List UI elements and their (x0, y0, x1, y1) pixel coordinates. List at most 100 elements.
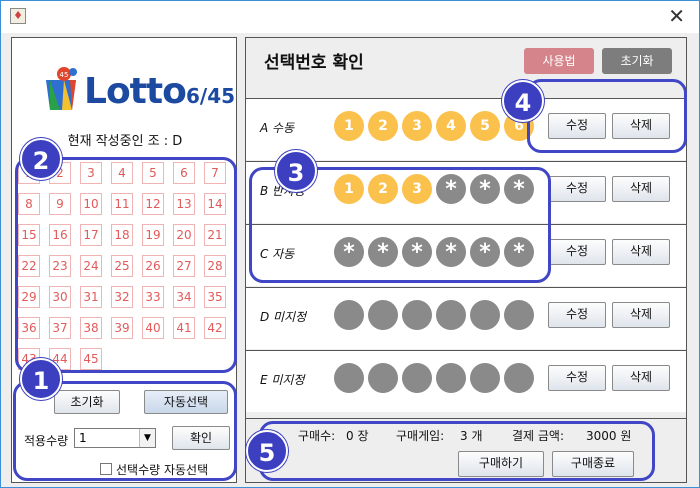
qty-select[interactable]: 1 ▼ (74, 428, 156, 448)
number-cell[interactable]: 11 (111, 193, 133, 215)
howto-button[interactable]: 사용법 (524, 48, 594, 74)
delete-button[interactable]: 삭제 (612, 365, 670, 391)
number-cell[interactable]: 40 (142, 317, 164, 339)
left-reset-button[interactable]: 초기화 (54, 390, 120, 414)
number-cell[interactable]: 8 (18, 193, 40, 215)
delete-button[interactable]: 삭제 (612, 113, 670, 139)
number-cell[interactable]: 21 (204, 224, 226, 246)
delete-button[interactable]: 삭제 (612, 302, 670, 328)
auto-ball-icon: * (436, 174, 466, 204)
callout-box-5 (259, 421, 655, 481)
number-cell[interactable]: 4 (111, 162, 133, 184)
game-row-label: D 미지정 (260, 310, 307, 324)
auto-ball-icon: * (470, 237, 500, 267)
app-icon: ♦ (10, 8, 26, 24)
empty-ball (334, 363, 364, 393)
number-cell[interactable]: 10 (80, 193, 102, 215)
edit-button[interactable]: 수정 (548, 239, 606, 265)
auto-qty-checkbox[interactable] (100, 463, 112, 475)
number-cell[interactable]: 25 (111, 255, 133, 277)
number-cell[interactable]: 28 (204, 255, 226, 277)
delete-button[interactable]: 삭제 (612, 239, 670, 265)
amount-label: 결제 금액: (512, 429, 565, 443)
auto-ball-icon: * (504, 237, 534, 267)
number-cell[interactable]: 24 (80, 255, 102, 277)
number-cell[interactable]: 42 (204, 317, 226, 339)
games-value: 3 개 (460, 429, 483, 443)
right-reset-button[interactable]: 초기화 (602, 48, 672, 74)
number-cell[interactable]: 41 (173, 317, 195, 339)
empty-ball (368, 300, 398, 330)
number-cell[interactable]: 13 (173, 193, 195, 215)
number-cell[interactable]: 19 (142, 224, 164, 246)
empty-ball (504, 363, 534, 393)
callout-box-2 (15, 157, 237, 373)
auto-ball-icon: * (334, 237, 364, 267)
qty-value: 1 (79, 431, 87, 445)
number-cell[interactable]: 18 (111, 224, 133, 246)
empty-ball (470, 363, 500, 393)
logo-subtext: 6/45 (186, 84, 236, 108)
number-cell[interactable]: 35 (204, 286, 226, 308)
number-cell[interactable]: 23 (49, 255, 71, 277)
number-cell[interactable]: 3 (80, 162, 102, 184)
number-cell[interactable]: 29 (18, 286, 40, 308)
number-ball: 4 (436, 111, 466, 141)
close-icon[interactable]: ✕ (668, 4, 685, 28)
buy-button[interactable]: 구매하기 (458, 451, 544, 477)
callout-badge-2: 2 (20, 138, 62, 180)
confirm-button[interactable]: 확인 (172, 426, 230, 450)
callout-box-4 (527, 79, 687, 153)
empty-ball (436, 300, 466, 330)
number-ball: 1 (334, 174, 364, 204)
lotto-logo: 45 Lotto 6/45 (36, 60, 235, 116)
end-purchase-button[interactable]: 구매종료 (552, 451, 634, 477)
page-title: 선택번호 확인 (264, 53, 364, 73)
number-cell[interactable]: 39 (111, 317, 133, 339)
number-cell[interactable]: 36 (18, 317, 40, 339)
number-cell[interactable]: 6 (173, 162, 195, 184)
number-cell[interactable]: 30 (49, 286, 71, 308)
number-ball: 3 (402, 174, 432, 204)
number-cell[interactable]: 12 (142, 193, 164, 215)
number-cell[interactable]: 32 (111, 286, 133, 308)
number-cell[interactable]: 34 (173, 286, 195, 308)
chevron-down-icon[interactable]: ▼ (139, 429, 155, 447)
number-cell[interactable]: 16 (49, 224, 71, 246)
number-cell[interactable]: 14 (204, 193, 226, 215)
empty-ball (504, 300, 534, 330)
auto-ball-icon: * (504, 174, 534, 204)
number-cell[interactable]: 45 (80, 348, 102, 370)
number-cell[interactable]: 27 (173, 255, 195, 277)
number-cell[interactable]: 7 (204, 162, 226, 184)
count-value: 0 장 (346, 429, 369, 443)
number-cell[interactable]: 33 (142, 286, 164, 308)
edit-button[interactable]: 수정 (548, 302, 606, 328)
empty-ball (368, 363, 398, 393)
purchase-summary: 구매수: 0 장 구매게임: 3 개 결제 금액: 3000 원 구매하기 구매… (246, 418, 686, 482)
number-cell[interactable]: 37 (49, 317, 71, 339)
number-cell[interactable]: 31 (80, 286, 102, 308)
logo-text: Lotto (84, 71, 187, 112)
game-row-label: E 미지정 (260, 373, 305, 387)
number-cell[interactable]: 26 (142, 255, 164, 277)
edit-button[interactable]: 수정 (548, 176, 606, 202)
number-cell[interactable]: 15 (18, 224, 40, 246)
number-cell[interactable]: 9 (49, 193, 71, 215)
edit-button[interactable]: 수정 (548, 365, 606, 391)
auto-select-button[interactable]: 자동선택 (144, 390, 228, 414)
delete-button[interactable]: 삭제 (612, 176, 670, 202)
number-cell[interactable]: 20 (173, 224, 195, 246)
edit-button[interactable]: 수정 (548, 113, 606, 139)
number-cell[interactable]: 38 (80, 317, 102, 339)
number-cell[interactable]: 22 (18, 255, 40, 277)
auto-ball-icon: * (368, 237, 398, 267)
number-cell[interactable]: 5 (142, 162, 164, 184)
game-row-label: A 수동 (260, 121, 295, 135)
svg-text:45: 45 (60, 71, 69, 79)
number-cell[interactable]: 17 (80, 224, 102, 246)
